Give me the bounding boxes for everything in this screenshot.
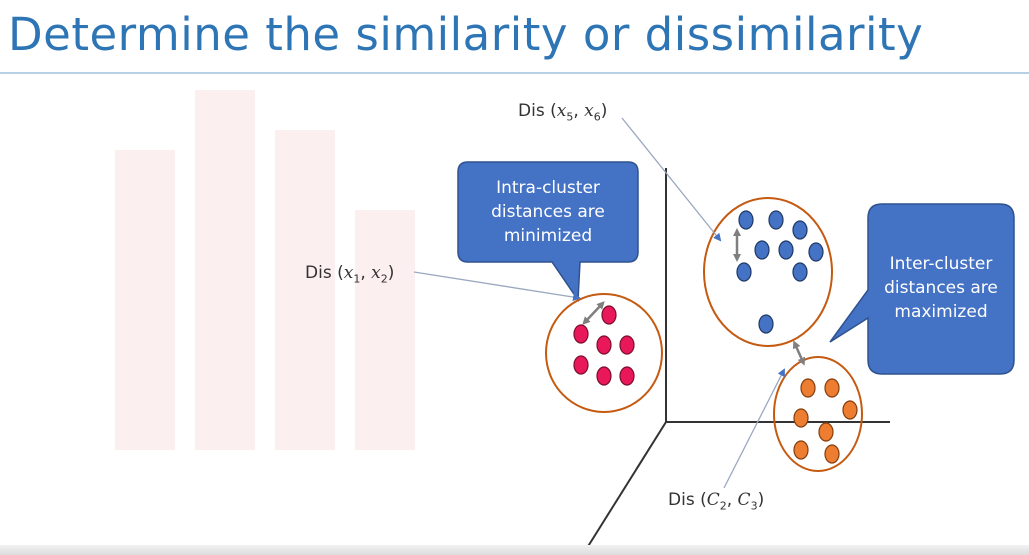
player-bottom-bar <box>0 545 1029 555</box>
label-var: x <box>556 101 567 121</box>
data-point <box>768 210 784 230</box>
data-point <box>824 444 840 464</box>
label-var: x <box>584 101 594 121</box>
label-dis-x5-x6: Dis (x5, x6) <box>518 101 607 123</box>
leader-line-x1-x2 <box>413 271 581 302</box>
data-point <box>573 355 589 375</box>
pink-cluster-ring <box>545 293 663 413</box>
label-sub: 2 <box>380 272 388 286</box>
label-sub: 2 <box>719 499 727 513</box>
callout-line: Intra-cluster <box>496 178 600 198</box>
label-sep: , <box>726 490 738 510</box>
label-sub: 5 <box>566 110 574 124</box>
data-point <box>824 378 840 398</box>
inter-cluster-callout <box>829 203 1015 375</box>
label-prefix: Dis ( <box>668 490 707 510</box>
data-point <box>793 440 809 460</box>
slide-title: Determine the similarity or dissimilarit… <box>8 8 924 61</box>
inter-cluster-text: Inter-cluster distances are maximized <box>868 252 1014 324</box>
pink-points <box>573 305 635 386</box>
label-prefix: Dis ( <box>518 101 557 121</box>
data-point <box>778 240 794 260</box>
label-var: C <box>706 490 720 510</box>
callout-line: distances are <box>491 202 605 222</box>
title-divider <box>0 72 1029 74</box>
data-point <box>573 324 589 344</box>
leader-line-x5-x6 <box>621 117 722 242</box>
label-sub: 3 <box>750 499 758 513</box>
data-point <box>842 400 858 420</box>
data-point <box>596 335 612 355</box>
label-dis-c2-c3: Dis (C2, C3) <box>668 490 764 512</box>
label-var: x <box>343 263 354 283</box>
data-point <box>818 422 834 442</box>
label-var: x <box>371 263 381 283</box>
orange-points <box>793 378 858 464</box>
data-point <box>792 220 808 240</box>
label-sub: 1 <box>353 272 361 286</box>
label-sep: , <box>360 263 372 283</box>
label-sep: , <box>573 101 585 121</box>
label-suffix: ) <box>757 490 765 510</box>
orange-cluster-ring <box>773 356 863 472</box>
leader-line-c2-c3 <box>723 368 785 489</box>
label-sub: 6 <box>593 110 601 124</box>
data-point <box>736 262 752 282</box>
data-point <box>619 366 635 386</box>
data-point <box>619 335 635 355</box>
axes <box>586 168 890 549</box>
label-dis-x1-x2: Dis (x1, x2) <box>305 263 394 285</box>
blue-points <box>736 210 824 334</box>
z-axis <box>586 421 667 549</box>
data-point <box>738 210 754 230</box>
intra-cluster-callout <box>457 161 639 303</box>
data-point <box>601 305 617 325</box>
label-suffix: ) <box>387 263 395 283</box>
data-point <box>754 240 770 260</box>
data-point <box>800 378 816 398</box>
callout-line: maximized <box>894 302 988 322</box>
callout-line: distances are <box>884 278 998 298</box>
data-point <box>596 366 612 386</box>
callout-line: minimized <box>503 226 593 246</box>
data-point <box>792 262 808 282</box>
label-suffix: ) <box>600 101 608 121</box>
label-var: C <box>737 490 751 510</box>
intra-cluster-text: Intra-cluster distances are minimized <box>458 176 638 248</box>
label-prefix: Dis ( <box>305 263 344 283</box>
intra-distance-arrow-pink <box>582 301 605 325</box>
watermark-logo <box>115 90 415 450</box>
blue-cluster-ring <box>703 197 833 347</box>
inter-distance-arrow <box>792 340 806 366</box>
data-point <box>793 408 809 428</box>
callout-line: Inter-cluster <box>889 254 993 274</box>
data-point <box>758 314 774 334</box>
data-point <box>808 242 824 262</box>
